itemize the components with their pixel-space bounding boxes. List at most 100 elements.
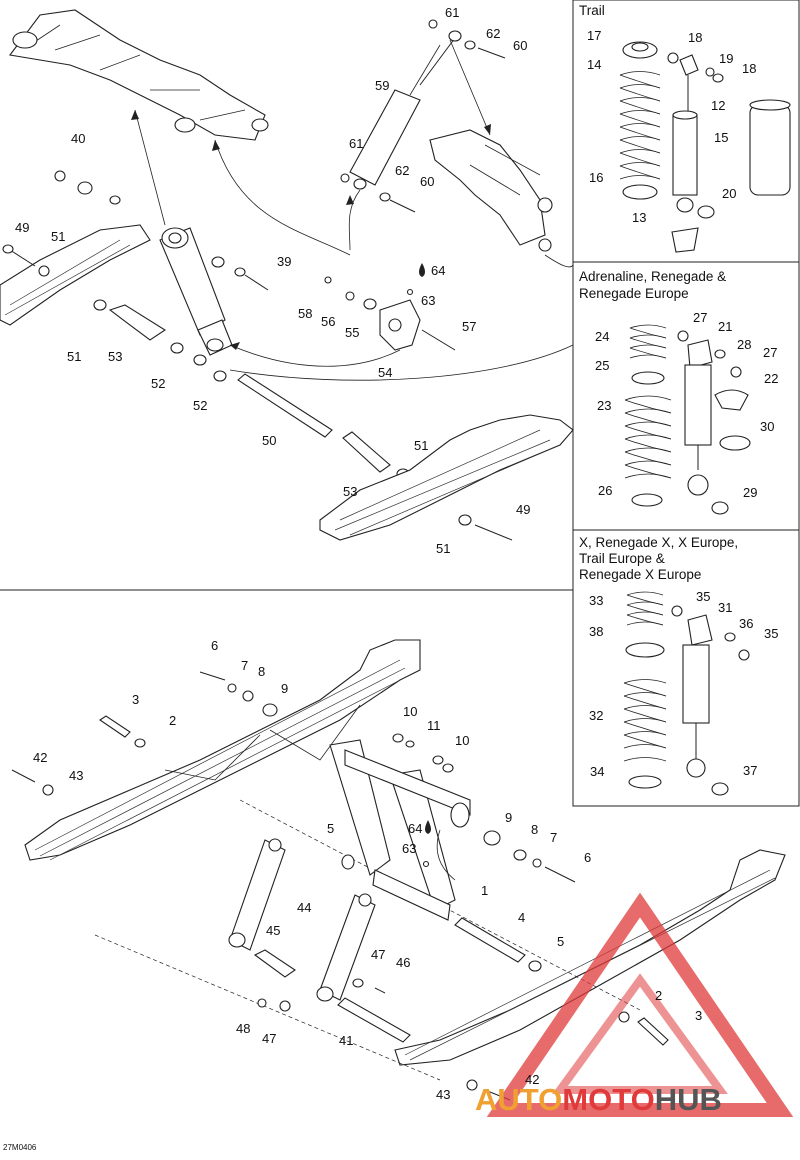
callout-label: 35 bbox=[696, 589, 710, 604]
svg-text:Trail Europe &: Trail Europe & bbox=[579, 551, 665, 566]
callout-label: 56 bbox=[321, 314, 335, 329]
callout-label: 53 bbox=[108, 349, 122, 364]
callout-label: 2 bbox=[655, 988, 662, 1003]
watermark-auto-text: AUTO bbox=[475, 1082, 562, 1117]
callout-label: 42 bbox=[33, 750, 47, 765]
callout-label: 24 bbox=[595, 329, 609, 344]
callout-label: 37 bbox=[743, 763, 757, 778]
callout-label: 58 bbox=[298, 306, 312, 321]
callout-labels: 61 62 60 59 61 62 60 40 49 51 39 64 63 5… bbox=[15, 5, 778, 1102]
callout-label: 52 bbox=[193, 398, 207, 413]
callout-label: 7 bbox=[241, 658, 248, 673]
callout-label: 46 bbox=[396, 955, 410, 970]
callout-label: 45 bbox=[266, 923, 280, 938]
callout-label: 43 bbox=[69, 768, 83, 783]
callout-label: 21 bbox=[718, 319, 732, 334]
callout-label: 61 bbox=[445, 5, 459, 20]
callout-label: 31 bbox=[718, 600, 732, 615]
callout-label: 49 bbox=[516, 502, 530, 517]
callout-label: 13 bbox=[632, 210, 646, 225]
callout-label: 62 bbox=[486, 26, 500, 41]
callout-label: 28 bbox=[737, 337, 751, 352]
callout-label: 43 bbox=[436, 1087, 450, 1102]
callout-label: 52 bbox=[151, 376, 165, 391]
callout-label: 36 bbox=[739, 616, 753, 631]
trail-shock-drawing bbox=[619, 41, 791, 253]
callout-label: 6 bbox=[211, 638, 218, 653]
callout-label: 62 bbox=[395, 163, 409, 178]
callout-label: 60 bbox=[513, 38, 527, 53]
callout-label: 6 bbox=[584, 850, 591, 865]
rear-suspension-lower-drawing bbox=[11, 639, 786, 1101]
callout-label: 20 bbox=[722, 186, 736, 201]
callout-label: 51 bbox=[51, 229, 65, 244]
adrenaline-shock-drawing bbox=[624, 324, 751, 515]
callout-label: 33 bbox=[589, 593, 603, 608]
callout-label: 55 bbox=[345, 325, 359, 340]
callout-label: 2 bbox=[169, 713, 176, 728]
callout-label: 59 bbox=[375, 78, 389, 93]
svg-text:AUTOMOTOHUB: AUTOMOTOHUB bbox=[475, 1082, 722, 1117]
callout-label: 60 bbox=[420, 174, 434, 189]
callout-label: 64 bbox=[408, 821, 422, 836]
callout-label: 53 bbox=[343, 484, 357, 499]
callout-label: 26 bbox=[598, 483, 612, 498]
callout-label: 27 bbox=[763, 345, 777, 360]
callout-label: 12 bbox=[711, 98, 725, 113]
callout-label: 48 bbox=[236, 1021, 250, 1036]
callout-label: 61 bbox=[349, 136, 363, 151]
callout-label: 3 bbox=[132, 692, 139, 707]
callout-label: 1 bbox=[481, 883, 488, 898]
callout-label: 63 bbox=[421, 293, 435, 308]
panel-frames bbox=[0, 0, 800, 807]
callout-label: 63 bbox=[402, 841, 416, 856]
watermark-hub-text: HUB bbox=[655, 1082, 722, 1117]
callout-label: 30 bbox=[760, 419, 774, 434]
callout-label: 51 bbox=[436, 541, 450, 556]
callout-label: 51 bbox=[67, 349, 81, 364]
watermark-moto-text: MOTO bbox=[562, 1082, 654, 1117]
svg-text:Adrenaline, Renegade &: Adrenaline, Renegade & bbox=[579, 269, 726, 284]
automotohub-watermark-logo: AUTOMOTOHUB bbox=[475, 892, 794, 1117]
callout-label: 22 bbox=[764, 371, 778, 386]
callout-label: 9 bbox=[505, 810, 512, 825]
callout-label: 10 bbox=[403, 704, 417, 719]
callout-label: 29 bbox=[743, 485, 757, 500]
svg-text:X, Renegade X, X Europe,: X, Renegade X, X Europe, bbox=[579, 535, 738, 550]
callout-label: 44 bbox=[297, 900, 311, 915]
callout-label: 47 bbox=[371, 947, 385, 962]
diagram-code: 27M0406 bbox=[3, 1143, 37, 1152]
x-shock-drawing bbox=[623, 591, 750, 796]
callout-label: 9 bbox=[281, 681, 288, 696]
callout-label: 5 bbox=[557, 934, 564, 949]
callout-label: 8 bbox=[531, 822, 538, 837]
callout-label: 16 bbox=[589, 170, 603, 185]
rear-suspension-upper-drawing bbox=[0, 9, 574, 541]
svg-text:Renegade X Europe: Renegade X Europe bbox=[579, 567, 701, 582]
callout-label: 35 bbox=[764, 626, 778, 641]
callout-label: 54 bbox=[378, 365, 392, 380]
trail-panel-title: Trail bbox=[579, 3, 605, 18]
callout-label: 64 bbox=[431, 263, 445, 278]
adrenaline-panel-title: Adrenaline, Renegade & Renegade Europe bbox=[579, 269, 726, 301]
callout-label: 15 bbox=[714, 130, 728, 145]
callout-label: 18 bbox=[742, 61, 756, 76]
callout-label: 49 bbox=[15, 220, 29, 235]
callout-label: 10 bbox=[455, 733, 469, 748]
callout-label: 41 bbox=[339, 1033, 353, 1048]
callout-label: 50 bbox=[262, 433, 276, 448]
callout-label: 18 bbox=[688, 30, 702, 45]
callout-label: 34 bbox=[590, 764, 604, 779]
callout-label: 11 bbox=[427, 718, 441, 733]
callout-label: 14 bbox=[587, 57, 601, 72]
callout-label: 51 bbox=[414, 438, 428, 453]
callout-label: 47 bbox=[262, 1031, 276, 1046]
callout-label: 25 bbox=[595, 358, 609, 373]
callout-label: 57 bbox=[462, 319, 476, 334]
callout-label: 27 bbox=[693, 310, 707, 325]
svg-text:Renegade Europe: Renegade Europe bbox=[579, 286, 689, 301]
callout-label: 39 bbox=[277, 254, 291, 269]
callout-label: 38 bbox=[589, 624, 603, 639]
callout-label: 7 bbox=[550, 830, 557, 845]
